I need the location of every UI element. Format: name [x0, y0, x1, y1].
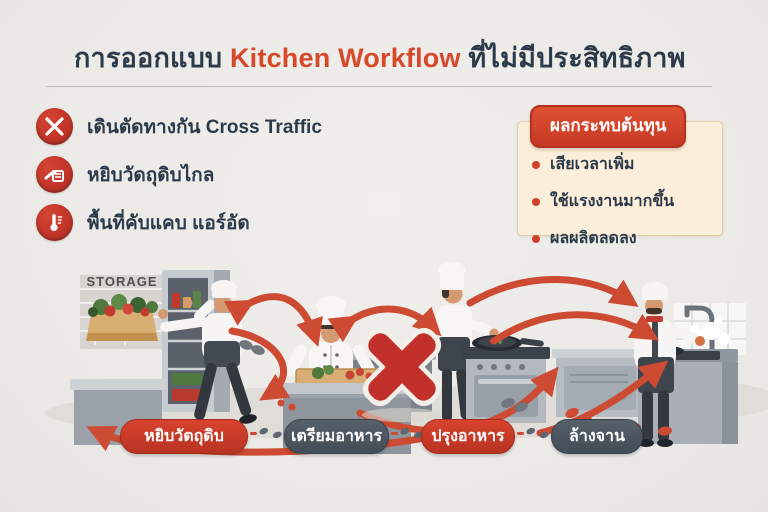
- dash: [391, 431, 398, 435]
- title-divider: [46, 86, 712, 87]
- bullet-dot-icon: [532, 197, 540, 206]
- impact-box-title: ผลกระทบต้นทุน: [530, 105, 687, 148]
- red-x-mark: [362, 327, 442, 422]
- problem-item-cramped-space: พื้นที่คับแคบ แอร์อัด: [36, 204, 322, 241]
- station-pill-prepare-food: เตรียมอาหาร: [284, 419, 389, 454]
- vegetables: [88, 294, 158, 317]
- impact-label: ใช้แรงงานมากขึ้น: [550, 193, 675, 210]
- station-pill-wash-dishes: ล้างจาน: [551, 419, 643, 454]
- problem-item-far-ingredients: หยิบวัดถุดิบไกล: [36, 156, 322, 193]
- station-pill-cook-food: ปรุงอาหาร: [421, 419, 515, 454]
- title-prefix: การออกแบบ: [74, 43, 230, 73]
- station-label: เตรียมอาหาร: [290, 428, 383, 445]
- storage-label: STORAGE: [86, 274, 157, 289]
- dash: [250, 431, 257, 435]
- problem-item-cross-traffic: เดินตัดทางกัน Cross Traffic: [36, 108, 322, 145]
- thermometer-icon: [36, 204, 73, 241]
- dash: [517, 431, 524, 435]
- impact-label: เสียเวลาเพิ่ม: [550, 156, 635, 173]
- problem-label: พื้นที่คับแคบ แอร์อัด: [87, 212, 250, 234]
- impact-item: ผลผลิตลดลง: [532, 226, 722, 251]
- impact-item: ใช้แรงงานมากขึ้น: [532, 189, 722, 214]
- station-pill-pick-ingredients: หยิบวัตถุดิบ: [120, 419, 248, 454]
- station-label: หยิบวัตถุดิบ: [144, 428, 224, 445]
- arrow-dots: [277, 399, 296, 411]
- bullet-dot-icon: [532, 234, 540, 243]
- page-title: การออกแบบ Kitchen Workflow ที่ไม่มีประสิ…: [74, 36, 686, 79]
- station-label: ปรุงอาหาร: [431, 428, 505, 445]
- hand-reach-box-icon: [36, 156, 73, 193]
- crossed-utensils-icon: [36, 108, 73, 145]
- impact-list: เสียเวลาเพิ่ม ใช้แรงงานมากขึ้น ผลผลิตลดล…: [532, 152, 722, 251]
- problem-label: หยิบวัดถุดิบไกล: [87, 164, 215, 186]
- title-suffix: ที่ไม่มีประสิทธิภาพ: [460, 43, 686, 73]
- impact-label: ผลผลิตลดลง: [550, 230, 637, 247]
- impact-box: ผลกระทบต้นทุน เสียเวลาเพิ่ม ใช้แรงงานมาก…: [517, 105, 723, 247]
- station-label: ล้างจาน: [569, 428, 625, 445]
- bullet-dot-icon: [532, 160, 540, 169]
- problem-list: เดินตัดทางกัน Cross Traffic หยิบวัดถุดิบ…: [36, 108, 322, 241]
- impact-item: เสียเวลาเพิ่ม: [532, 152, 722, 177]
- title-highlight: Kitchen Workflow: [229, 43, 461, 73]
- problem-label: เดินตัดทางกัน Cross Traffic: [87, 116, 322, 138]
- gray-footprints: [239, 340, 528, 412]
